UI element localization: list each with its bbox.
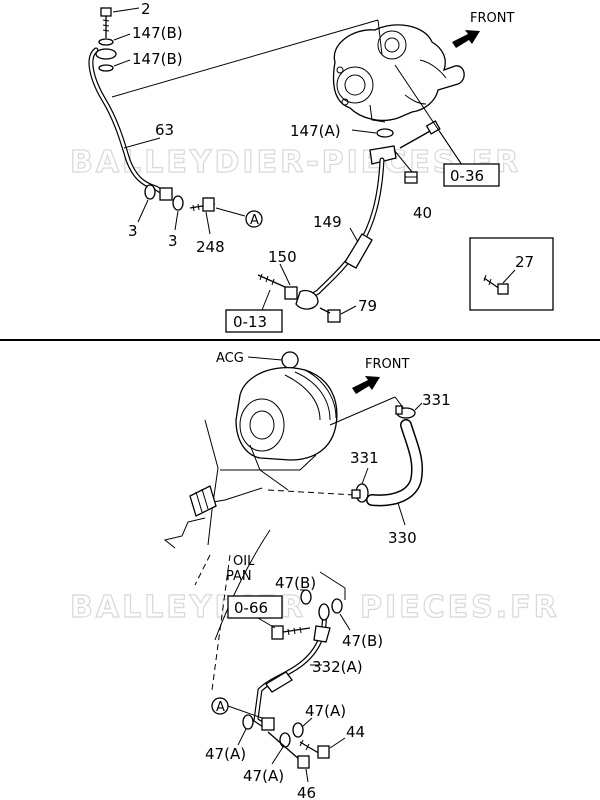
front-arrow-icon	[352, 376, 380, 394]
callout-47a-a: 47(A)	[205, 745, 246, 763]
washer-3-b	[172, 195, 184, 211]
bolt-27	[483, 274, 509, 295]
callout-a-bottom: A	[216, 700, 225, 715]
callout-149: 149	[313, 213, 342, 231]
callout-47a-c: 47(A)	[305, 702, 346, 720]
acg-label: ACG	[216, 351, 244, 366]
eye-bolt-248	[189, 197, 216, 212]
front-label-bottom: FRONT	[365, 357, 409, 372]
callout-147b-2: 147(B)	[132, 50, 183, 68]
callout-47b-a: 47(B)	[275, 574, 316, 592]
ref-circle-a-top	[245, 210, 263, 228]
eye-fitting-63	[95, 48, 117, 60]
washer-147b-upper	[98, 38, 114, 46]
hose-330	[366, 419, 423, 507]
callout-3-a: 3	[128, 222, 138, 240]
callout-63: 63	[155, 121, 174, 139]
callout-27: 27	[515, 253, 534, 271]
callout-a-top: A	[250, 213, 259, 228]
washer-3-a	[144, 184, 156, 200]
callout-248: 248	[196, 238, 225, 256]
alternator-acg	[235, 351, 338, 471]
clamp-331-a	[395, 405, 416, 419]
callout-47a-b: 47(A)	[243, 767, 284, 785]
bolt-46	[267, 731, 310, 769]
callout-79: 79	[358, 297, 377, 315]
bolt-2	[100, 7, 112, 38]
flange-149	[369, 145, 397, 165]
pipe-149	[295, 157, 385, 310]
engine-block	[163, 419, 289, 549]
ref-box-0-36	[443, 163, 500, 187]
washer-47a-a	[242, 714, 254, 730]
washer-147b-lower	[98, 64, 114, 72]
callout-44: 44	[346, 723, 365, 741]
pipe-332a	[253, 603, 331, 731]
eye-bolt-0-66	[271, 625, 311, 640]
ref-0-66: 0-66	[234, 599, 268, 617]
ref-0-36: 0-36	[450, 167, 484, 185]
front-arrow-icon	[452, 30, 480, 48]
washer-47a-c	[292, 722, 304, 738]
callout-47b-b: 47(B)	[342, 632, 383, 650]
callout-331-b: 331	[350, 449, 379, 467]
ref-box-0-13	[225, 309, 283, 333]
bottom-section: FRONT ACG OI	[163, 351, 451, 800]
oil-pan-label-2: PAN	[226, 569, 252, 584]
washer-47a-b	[279, 732, 291, 748]
washer-47b-b	[331, 598, 343, 614]
nut-79	[319, 307, 341, 323]
gasket-147a	[376, 128, 394, 138]
callout-3-b: 3	[168, 232, 178, 250]
watermark-bottom-right: PIECES.FR	[360, 590, 560, 625]
callout-332a: 332(A)	[312, 658, 363, 676]
callout-147a: 147(A)	[290, 122, 341, 140]
front-label-top: FRONT	[470, 11, 514, 26]
ref-0-13: 0-13	[233, 313, 267, 331]
callout-40: 40	[413, 204, 432, 222]
callout-150: 150	[268, 248, 297, 266]
clamp-331-b	[351, 483, 369, 503]
bolt-0-36	[399, 120, 441, 149]
callout-331-a: 331	[422, 391, 451, 409]
callout-46: 46	[297, 784, 316, 800]
callout-2: 2	[141, 0, 151, 18]
washer-47b-a	[300, 589, 312, 605]
oil-pan-label-1: OIL	[233, 554, 255, 569]
stud-150	[257, 273, 298, 300]
top-section: FRONT 2 147(B) 147(	[88, 0, 554, 333]
ref-box-0-66	[227, 595, 283, 619]
callout-330: 330	[388, 529, 417, 547]
bolt-44	[299, 739, 330, 759]
nut-40	[404, 171, 418, 184]
oil-pipe-63	[88, 47, 173, 201]
callout-147b-1: 147(B)	[132, 24, 183, 42]
turbocharger	[332, 24, 465, 123]
